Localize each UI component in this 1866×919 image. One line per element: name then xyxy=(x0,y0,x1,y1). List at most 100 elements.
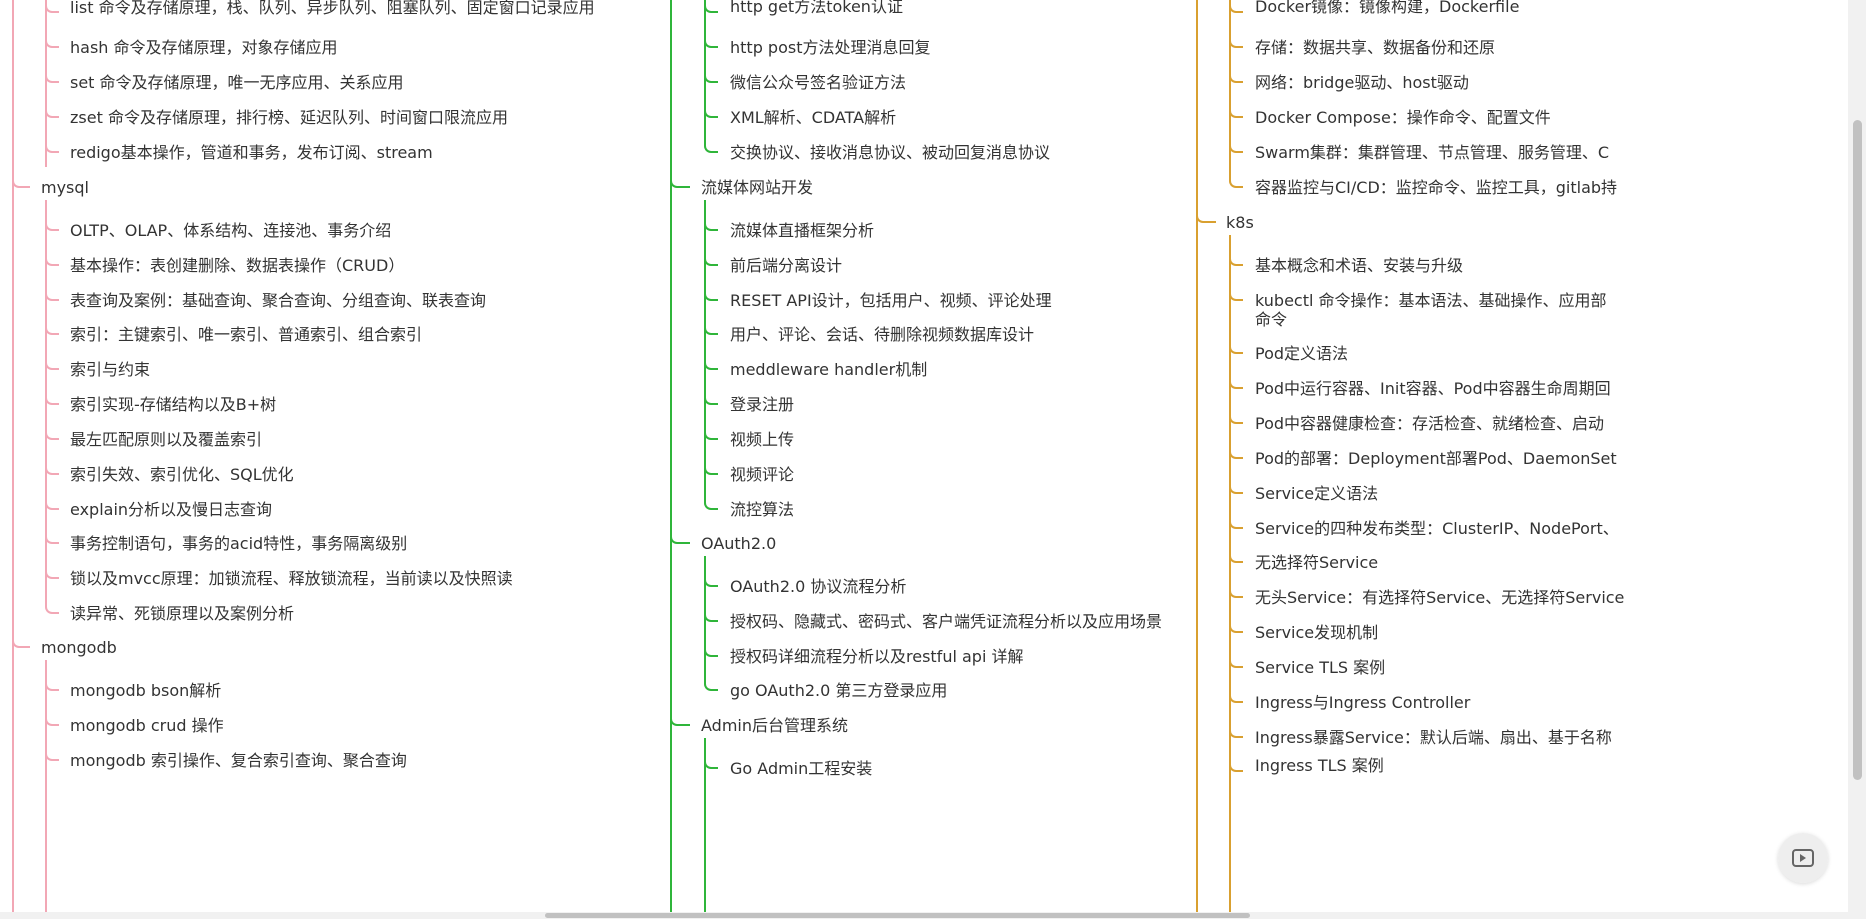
docker-child-node[interactable]: Docker镜像：镜像构建，Dockerfile xyxy=(1255,0,1520,16)
mysql-child-node[interactable]: 索引实现-存储结构以及B+树 xyxy=(70,395,277,414)
oauth-child-node[interactable]: go OAuth2.0 第三方登录应用 xyxy=(730,681,948,700)
wechat-child-node[interactable]: XML解析、CDATA解析 xyxy=(730,108,897,127)
k8s-child-connector xyxy=(1229,693,1243,703)
docker-child-connector xyxy=(1229,108,1243,118)
k8s-child-node[interactable]: 无头Service：有选择符Service、无选择符Service xyxy=(1255,588,1625,607)
oauth-child-node[interactable]: OAuth2.0 协议流程分析 xyxy=(730,577,907,596)
mysql-child-node[interactable]: 索引：主键索引、唯一索引、普通索引、组合索引 xyxy=(70,325,423,344)
k8s-child-connector xyxy=(1229,658,1243,668)
mysql-child-node[interactable]: 表查询及案例：基础查询、聚合查询、分组查询、联表查询 xyxy=(70,291,487,310)
k8s-node[interactable]: k8s xyxy=(1226,213,1254,232)
wechat-child-connector xyxy=(704,143,718,153)
k8s-child-node[interactable]: Ingress暴露Service：默认后端、扇出、基于名称 xyxy=(1255,728,1612,747)
k8s-child-node[interactable]: Pod中运行容器、Init容器、Pod中容器生命周期回 xyxy=(1255,379,1611,398)
mysql-child-node[interactable]: 读异常、死锁原理以及案例分析 xyxy=(70,604,295,623)
admin-child-node[interactable]: Go Admin工程安装 xyxy=(730,759,873,778)
mysql-child-connector xyxy=(45,221,59,231)
k8s-child-node-continued[interactable]: 命令 xyxy=(1255,310,1288,329)
mysql-child-node[interactable]: explain分析以及慢日志查询 xyxy=(70,500,273,519)
horizontal-scrollbar[interactable] xyxy=(0,912,1848,919)
docker-child-node[interactable]: Swarm集群：集群管理、节点管理、服务管理、C xyxy=(1255,143,1610,162)
wechat-child-connector xyxy=(704,108,718,118)
mysql-node[interactable]: mysql xyxy=(41,178,89,197)
admin-child-connector xyxy=(704,759,718,769)
oauth-child-connector xyxy=(704,647,718,657)
k8s-child-node[interactable]: 基本概念和术语、安装与升级 xyxy=(1255,256,1464,275)
mongodb-child-node[interactable]: mongodb crud 操作 xyxy=(70,716,224,735)
redis-child-node[interactable]: list 命令及存储原理，栈、队列、异步队列、阻塞队列、固定窗口记录应用 xyxy=(70,0,595,17)
admin-node[interactable]: Admin后台管理系统 xyxy=(701,716,848,735)
redis-child-node[interactable]: hash 命令及存储原理，对象存储应用 xyxy=(70,38,338,57)
mysql-child-connector xyxy=(45,465,59,475)
k8s-child-connector xyxy=(1229,484,1243,494)
docker-child-node[interactable]: Docker Compose：操作命令、配置文件 xyxy=(1255,108,1551,127)
oauth-node[interactable]: OAuth2.0 xyxy=(701,534,777,553)
redis-child-connector xyxy=(45,108,59,118)
streaming-child-node[interactable]: meddleware handler机制 xyxy=(730,360,928,379)
streaming-child-node[interactable]: 前后端分离设计 xyxy=(730,256,843,275)
k8s-child-connector xyxy=(1229,449,1243,459)
wechat-child-node[interactable]: 交换协议、接收消息协议、被动回复消息协议 xyxy=(730,143,1051,162)
k8s-child-node[interactable]: kubectl 命令操作：基本语法、基础操作、应用部 xyxy=(1255,291,1607,310)
mysql-child-node[interactable]: 基本操作：表创建删除、数据表操作（CRUD） xyxy=(70,256,405,275)
k8s-child-node[interactable]: Service的四种发布类型：ClusterIP、NodePort、 xyxy=(1255,519,1619,538)
horizontal-scrollbar-thumb[interactable] xyxy=(545,913,1250,918)
docker-child-node[interactable]: 存储：数据共享、数据备份和还原 xyxy=(1255,38,1496,57)
k8s-child-node[interactable]: Pod中容器健康检查：存活检查、就绪检查、启动 xyxy=(1255,414,1605,433)
k8s-child-node[interactable]: Service发现机制 xyxy=(1255,623,1379,642)
mongodb-node[interactable]: mongodb xyxy=(41,638,117,657)
oauth-child-node[interactable]: 授权码详细流程分析以及restful api 详解 xyxy=(730,647,1024,666)
streaming-connector xyxy=(670,178,690,188)
k8s-child-node[interactable]: Ingress与Ingress Controller xyxy=(1255,693,1471,712)
vertical-scrollbar-thumb[interactable] xyxy=(1853,120,1862,780)
streaming-child-node[interactable]: 视频上传 xyxy=(730,430,795,449)
vertical-scrollbar[interactable] xyxy=(1848,0,1866,919)
mongodb-child-node[interactable]: mongodb 索引操作、复合索引查询、聚合查询 xyxy=(70,751,407,770)
k8s-child-connector xyxy=(1229,588,1243,598)
redis-child-node[interactable]: set 命令及存储原理，唯一无序应用、关系应用 xyxy=(70,73,404,92)
mysql-child-connector xyxy=(45,291,59,301)
k8s-child-connector xyxy=(1229,379,1243,389)
streaming-child-node[interactable]: RESET API设计，包括用户、视频、评论处理 xyxy=(730,291,1052,310)
docker-child-node[interactable]: 容器监控与CI/CD：监控命令、监控工具，gitlab持 xyxy=(1255,178,1618,197)
streaming-node[interactable]: 流媒体网站开发 xyxy=(701,178,814,197)
wechat-child-connector xyxy=(704,3,718,13)
mysql-child-connector xyxy=(45,534,59,544)
streaming-child-connector xyxy=(704,360,718,370)
docker-child-node[interactable]: 网络：bridge驱动、host驱动 xyxy=(1255,73,1469,92)
mysql-child-node[interactable]: 索引失效、索引优化、SQL优化 xyxy=(70,465,294,484)
wechat-child-node[interactable]: 微信公众号签名验证方法 xyxy=(730,73,907,92)
mysql-child-node[interactable]: OLTP、OLAP、体系结构、连接池、事务介绍 xyxy=(70,221,392,240)
redis-child-connector xyxy=(45,38,59,48)
wechat-child-node[interactable]: http get方法token认证 xyxy=(730,0,903,16)
streaming-child-node[interactable]: 用户、评论、会话、待删除视频数据库设计 xyxy=(730,325,1035,344)
k8s-child-node[interactable]: Pod的部署：Deployment部署Pod、DaemonSet xyxy=(1255,449,1617,468)
wechat-child-node[interactable]: http post方法处理消息回复 xyxy=(730,38,931,57)
streaming-child-node[interactable]: 流控算法 xyxy=(730,500,795,519)
mongodb-child-connector xyxy=(45,751,59,761)
mysql-child-node[interactable]: 索引与约束 xyxy=(70,360,151,379)
admin-connector xyxy=(670,716,690,726)
mysql-child-node[interactable]: 最左匹配原则以及覆盖索引 xyxy=(70,430,263,449)
mysql-child-node[interactable]: 锁以及mvcc原理：加锁流程、释放锁流程，当前读以及快照读 xyxy=(70,569,513,588)
streaming-child-connector xyxy=(704,291,718,301)
k8s-child-connector xyxy=(1229,344,1243,354)
k8s-child-connector xyxy=(1229,414,1243,424)
mongodb-child-node[interactable]: mongodb bson解析 xyxy=(70,681,222,700)
scroll-top-button[interactable] xyxy=(1778,833,1828,883)
oauth-child-node[interactable]: 授权码、隐藏式、密码式、客户端凭证流程分析以及应用场景 xyxy=(730,612,1163,631)
k8s-child-node[interactable]: Ingress TLS 案例 xyxy=(1255,756,1384,775)
streaming-child-node[interactable]: 视频评论 xyxy=(730,465,795,484)
redis-child-node[interactable]: redigo基本操作，管道和事务，发布订阅、stream xyxy=(70,143,433,162)
oauth-child-connector xyxy=(704,577,718,587)
k8s-child-node[interactable]: Service TLS 案例 xyxy=(1255,658,1386,677)
k8s-child-node[interactable]: 无选择符Service xyxy=(1255,553,1379,572)
left-main-stem xyxy=(12,0,14,912)
streaming-child-node[interactable]: 流媒体直播框架分析 xyxy=(730,221,875,240)
k8s-child-node[interactable]: Service定义语法 xyxy=(1255,484,1379,503)
k8s-child-node[interactable]: Pod定义语法 xyxy=(1255,344,1349,363)
streaming-child-node[interactable]: 登录注册 xyxy=(730,395,795,414)
redis-child-node[interactable]: zset 命令及存储原理，排行榜、延迟队列、时间窗口限流应用 xyxy=(70,108,508,127)
mysql-child-node[interactable]: 事务控制语句，事务的acid特性，事务隔离级别 xyxy=(70,534,408,553)
